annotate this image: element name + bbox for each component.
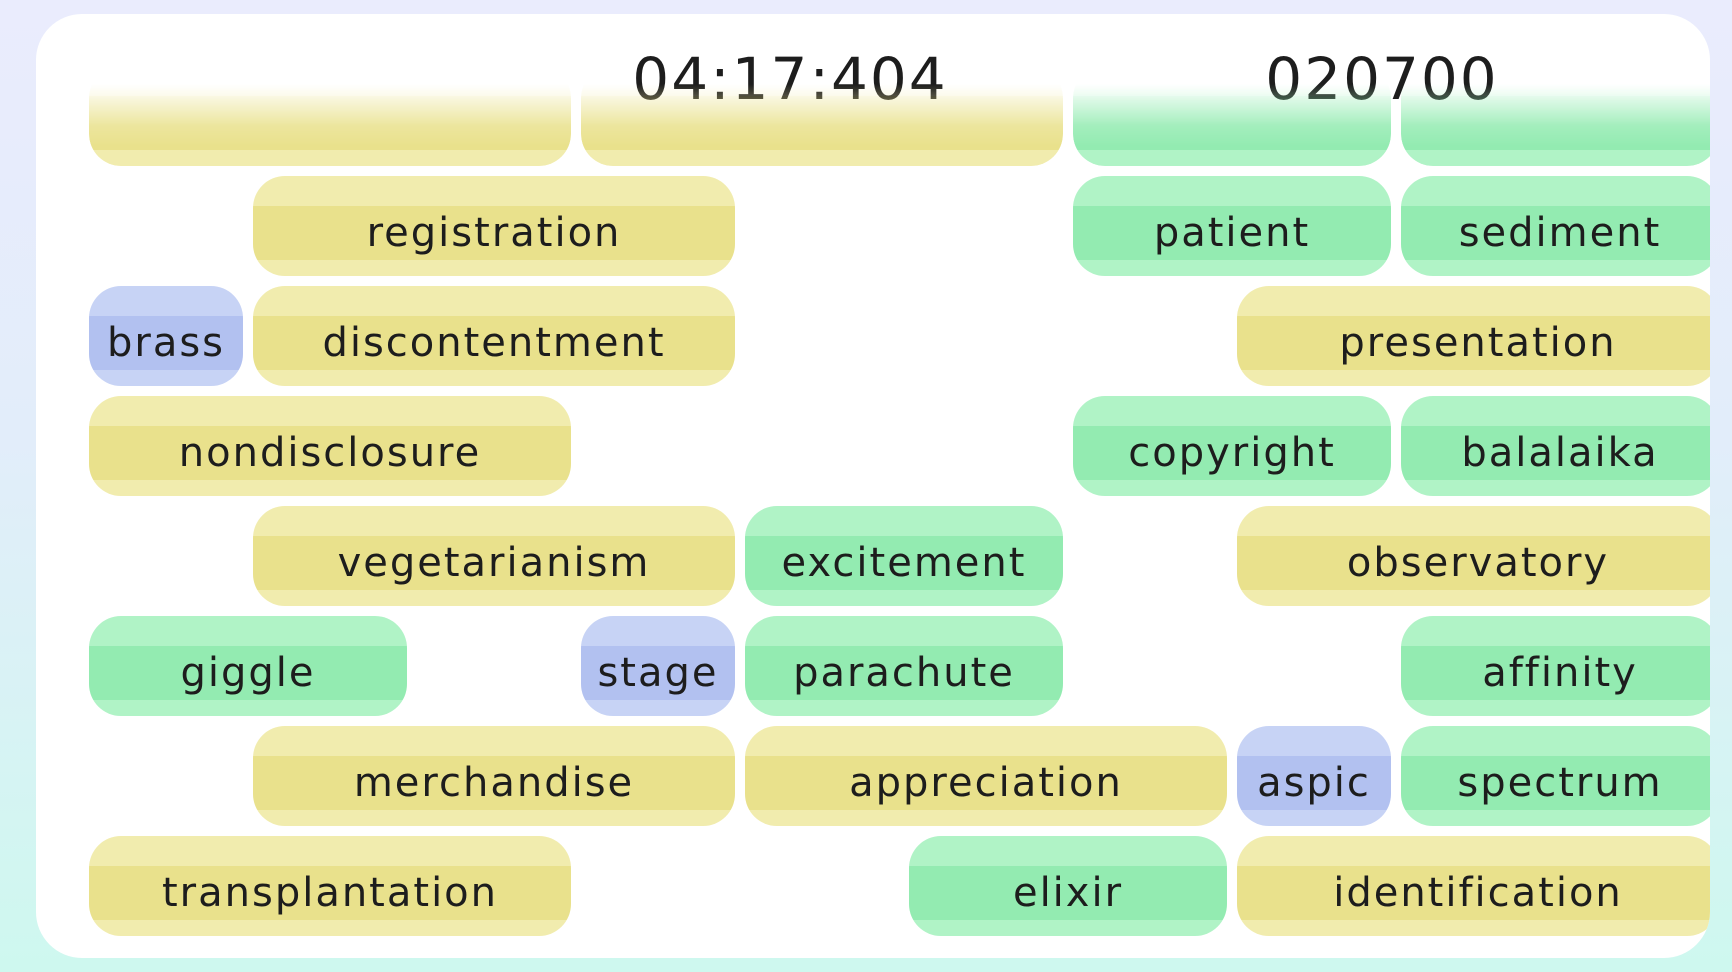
word-pill[interactable]: merchandise xyxy=(253,726,735,826)
word-pill[interactable]: presentation xyxy=(1237,286,1710,386)
word-pill[interactable]: excitement xyxy=(745,506,1063,606)
word-pill[interactable]: appreciation xyxy=(745,726,1227,826)
word-pill[interactable]: stage xyxy=(581,616,735,716)
word-pill[interactable]: giggle xyxy=(89,616,407,716)
word-pill[interactable]: observatory xyxy=(1237,506,1710,606)
word-pill[interactable]: identification xyxy=(1237,836,1710,936)
word-pill[interactable]: affinity xyxy=(1401,616,1710,716)
word-pill[interactable]: balalaika xyxy=(1401,396,1710,496)
word-pill[interactable] xyxy=(581,66,1063,166)
word-pill[interactable]: aspic xyxy=(1237,726,1391,826)
word-pill[interactable]: elixir xyxy=(909,836,1227,936)
word-pill[interactable]: patient xyxy=(1073,176,1391,276)
word-pill[interactable]: discontentment xyxy=(253,286,735,386)
word-pill[interactable]: transplantation xyxy=(89,836,571,936)
word-pill[interactable]: nondisclosure xyxy=(89,396,571,496)
word-pill[interactable]: sediment xyxy=(1401,176,1710,276)
word-pill[interactable] xyxy=(1401,66,1710,166)
word-pill[interactable] xyxy=(1073,66,1391,166)
word-pill[interactable]: vegetarianism xyxy=(253,506,735,606)
word-pill[interactable] xyxy=(89,66,571,166)
word-pill[interactable]: registration xyxy=(253,176,735,276)
word-pill[interactable]: brass xyxy=(89,286,243,386)
word-pill[interactable]: copyright xyxy=(1073,396,1391,496)
word-pill[interactable]: parachute xyxy=(745,616,1063,716)
word-pill[interactable]: spectrum xyxy=(1401,726,1710,826)
game-board: 04:17:404 020700 registrationpatientsedi… xyxy=(36,14,1710,958)
